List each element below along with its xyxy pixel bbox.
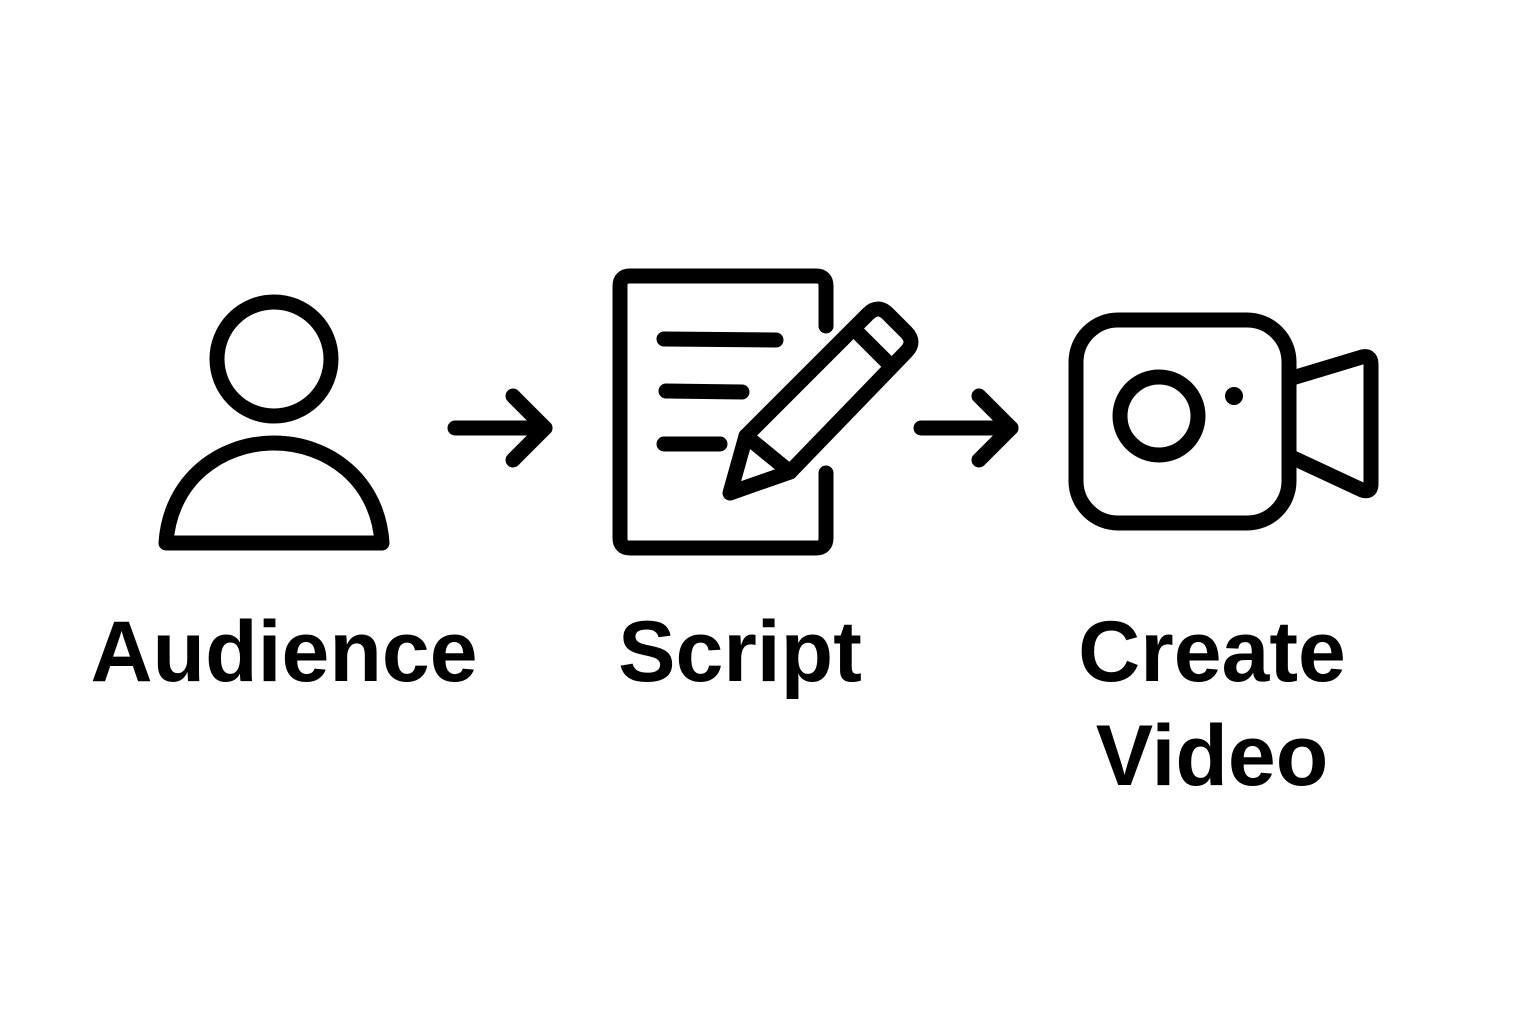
arrow-right-icon — [447, 388, 553, 468]
document-line-1 — [656, 331, 784, 348]
camera-viewfinder — [1281, 349, 1379, 499]
camera-indicator-dot — [1225, 387, 1243, 405]
document-line-2 — [658, 383, 750, 400]
video-camera-icon — [1068, 312, 1379, 531]
document-outline — [612, 268, 834, 556]
arrow-right-icon — [913, 388, 1019, 468]
pencil — [722, 301, 919, 501]
camera-lens — [1112, 369, 1206, 463]
person-head — [209, 294, 339, 424]
document-pencil-icon — [612, 268, 919, 556]
step-label-script: Script — [618, 604, 862, 700]
person-body — [158, 435, 390, 551]
pencil-tip — [738, 428, 798, 480]
pencil-band — [846, 321, 897, 372]
camera-body — [1068, 312, 1297, 531]
person-icon — [158, 294, 390, 551]
step-label-create-video: Create Video — [1078, 604, 1346, 804]
step-label-audience: Audience — [90, 604, 478, 700]
